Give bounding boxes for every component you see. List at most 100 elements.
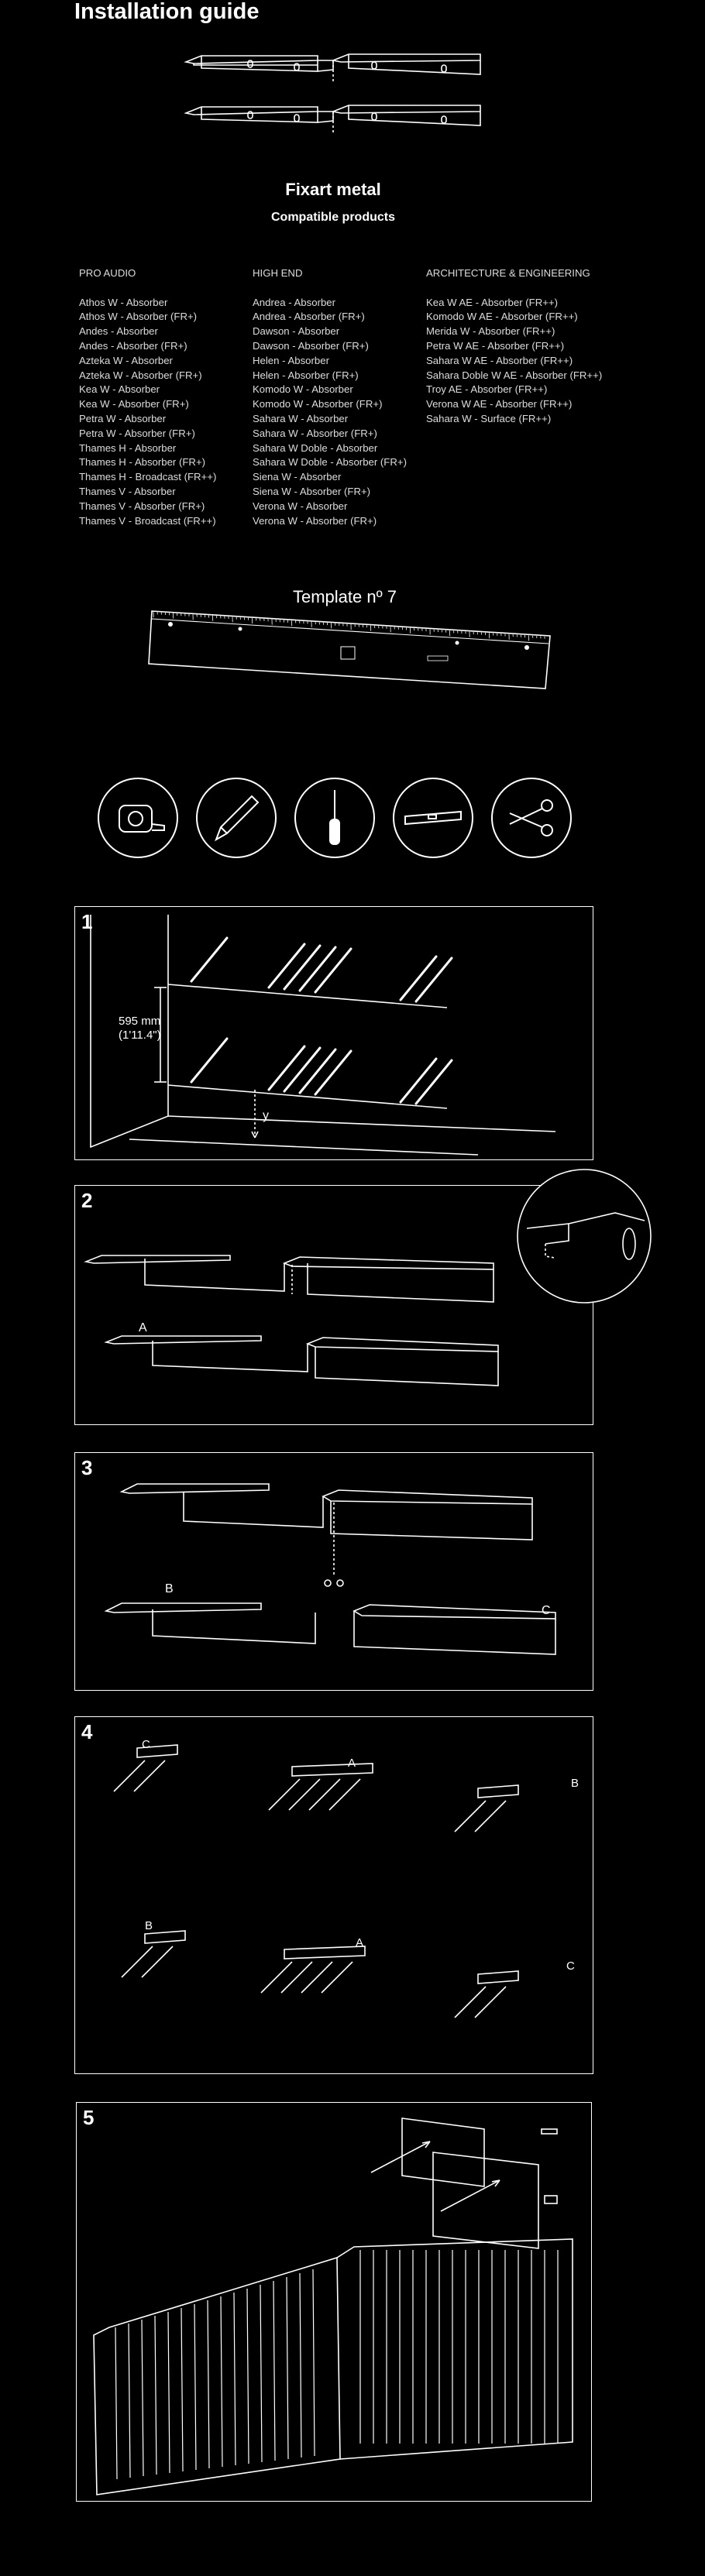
step-4-label-a-bottom: A	[356, 1936, 363, 1949]
list-item: Sahara W - Absorber	[253, 412, 349, 424]
screw	[267, 1045, 306, 1091]
product-subtitle: Compatible products	[270, 211, 395, 224]
screw	[454, 1800, 487, 1832]
screw	[190, 1037, 229, 1084]
step-3-label-b: B	[165, 1582, 174, 1595]
panel-slat	[286, 2276, 289, 2460]
screw	[133, 1760, 166, 1792]
list-item: Petra W - Absorber (FR+)	[79, 427, 195, 439]
screw	[414, 1059, 453, 1105]
panel-slat	[154, 2315, 157, 2475]
step-1-panel: 1 595 mm (1'11.4") y	[74, 906, 593, 1160]
screw	[267, 943, 306, 989]
column-heading: ARCHITECTURE & ENGINEERING	[426, 267, 590, 279]
list-item: Dawson - Absorber (FR+)	[253, 339, 369, 352]
list-item: Troy AE - Absorber (FR++)	[426, 383, 548, 396]
screw	[268, 1778, 301, 1811]
screw	[399, 1057, 438, 1104]
step-4-label-c-bottom: C	[566, 1959, 575, 1973]
panel-slat	[194, 2303, 197, 2471]
panel-slat	[260, 2284, 263, 2463]
list-item: Azteka W - Absorber	[79, 354, 173, 366]
list-item: Sahara Doble W AE - Absorber (FR++)	[426, 369, 603, 381]
list-item: Kea W - Absorber (FR+)	[79, 398, 189, 410]
list-item: Andrea - Absorber (FR+)	[253, 311, 365, 323]
screw	[308, 1778, 341, 1811]
step-2-panel: 2 A	[74, 1185, 593, 1425]
step-4-panel: 4 C A B B A C	[74, 1716, 593, 2074]
product-list: Athos W - Absorber Athos W - Absorber (F…	[79, 296, 216, 529]
bracket	[144, 1930, 186, 1944]
screw	[113, 1760, 146, 1792]
list-item: Petra W AE - Absorber (FR++)	[426, 339, 565, 352]
step-5-illustration	[93, 2117, 573, 2495]
screw	[283, 1046, 322, 1093]
list-item: Thames V - Absorber	[79, 485, 176, 497]
bracket	[136, 1744, 178, 1758]
step-4-illustration: C A B B A C	[113, 1738, 579, 2018]
screw	[298, 946, 337, 992]
screw	[454, 1986, 487, 2018]
step-2-detail-circle	[517, 1169, 652, 1303]
panel-slat	[207, 2300, 210, 2469]
screw	[399, 955, 438, 1001]
list-item: Komodo W - Absorber	[253, 383, 353, 396]
product-list: Kea W AE - Absorber (FR++) Komodo W AE -…	[426, 296, 602, 427]
step-5-panel: 5	[76, 2102, 592, 2502]
list-item: Athos W - Absorber	[79, 296, 168, 308]
list-item: Andes - Absorber (FR+)	[79, 339, 187, 352]
panel-slat	[141, 2319, 144, 2477]
step-1-illustration: 595 mm (1'11.4") y	[90, 915, 556, 1156]
list-item: Thames H - Broadcast (FR++)	[79, 471, 217, 483]
template-title: Template nº 7	[293, 587, 397, 606]
step-2-illustration: A	[84, 1255, 499, 1386]
panel-slat	[167, 2311, 170, 2474]
spirit-level-icon	[393, 778, 473, 858]
list-item: Verona W - Absorber	[253, 500, 348, 512]
step-number: 1	[81, 910, 93, 933]
screw	[141, 1946, 174, 1978]
bracket	[291, 1763, 373, 1777]
step-number: 5	[83, 2106, 95, 2129]
bracket	[284, 1946, 366, 1959]
bracket	[477, 1784, 519, 1798]
step-number: 4	[81, 1720, 93, 1743]
screw	[190, 936, 229, 983]
list-item: Siena W - Absorber (FR+)	[253, 485, 371, 497]
product-title: Fixart metal	[285, 180, 381, 199]
product-list: Andrea - Absorber Andrea - Absorber (FR+…	[253, 296, 407, 529]
list-item: Andes - Absorber	[79, 325, 158, 338]
step-1-measure-mm: 595 mm	[119, 1015, 160, 1028]
panel-slat	[233, 2292, 236, 2466]
page-title: Installation guide	[74, 0, 260, 24]
step-3-illustration: B C	[104, 1483, 556, 1655]
fixart-metal-illustration	[184, 53, 481, 133]
step-2-label: A	[139, 1321, 147, 1334]
list-item: Azteka W - Absorber (FR+)	[79, 369, 202, 381]
panel-slat	[246, 2288, 249, 2464]
screw	[474, 1800, 507, 1832]
panel-slat	[115, 2327, 118, 2480]
screw	[328, 1778, 361, 1811]
list-item: Helen - Absorber (FR+)	[253, 369, 359, 381]
step-3-label-c: C	[542, 1604, 551, 1617]
screw	[260, 1961, 293, 1994]
list-item: Helen - Absorber	[253, 354, 329, 366]
step-4-label-c-top: C	[142, 1738, 150, 1751]
screw	[298, 1048, 337, 1094]
bracket	[477, 1970, 519, 1984]
tape-measure-icon	[98, 778, 178, 858]
list-item: Siena W - Absorber	[253, 471, 342, 483]
list-item: Thames V - Broadcast (FR++)	[79, 514, 216, 527]
list-item: Sahara W - Absorber (FR+)	[253, 427, 377, 439]
list-item: Sahara W Doble - Absorber (FR+)	[253, 456, 407, 469]
screw	[288, 1778, 321, 1811]
column-heading: PRO AUDIO	[79, 267, 136, 279]
list-item: Sahara W - Surface (FR++)	[426, 412, 552, 424]
screwdriver-icon	[294, 778, 375, 858]
list-item: Kea W - Absorber	[79, 383, 160, 396]
panel-slat	[299, 2272, 302, 2458]
column-high-end: HIGH END Andrea - Absorber Andrea - Abso…	[253, 266, 407, 528]
list-item: Thames H - Absorber (FR+)	[79, 456, 206, 469]
step-4-label-b-bottom: B	[145, 1919, 153, 1932]
